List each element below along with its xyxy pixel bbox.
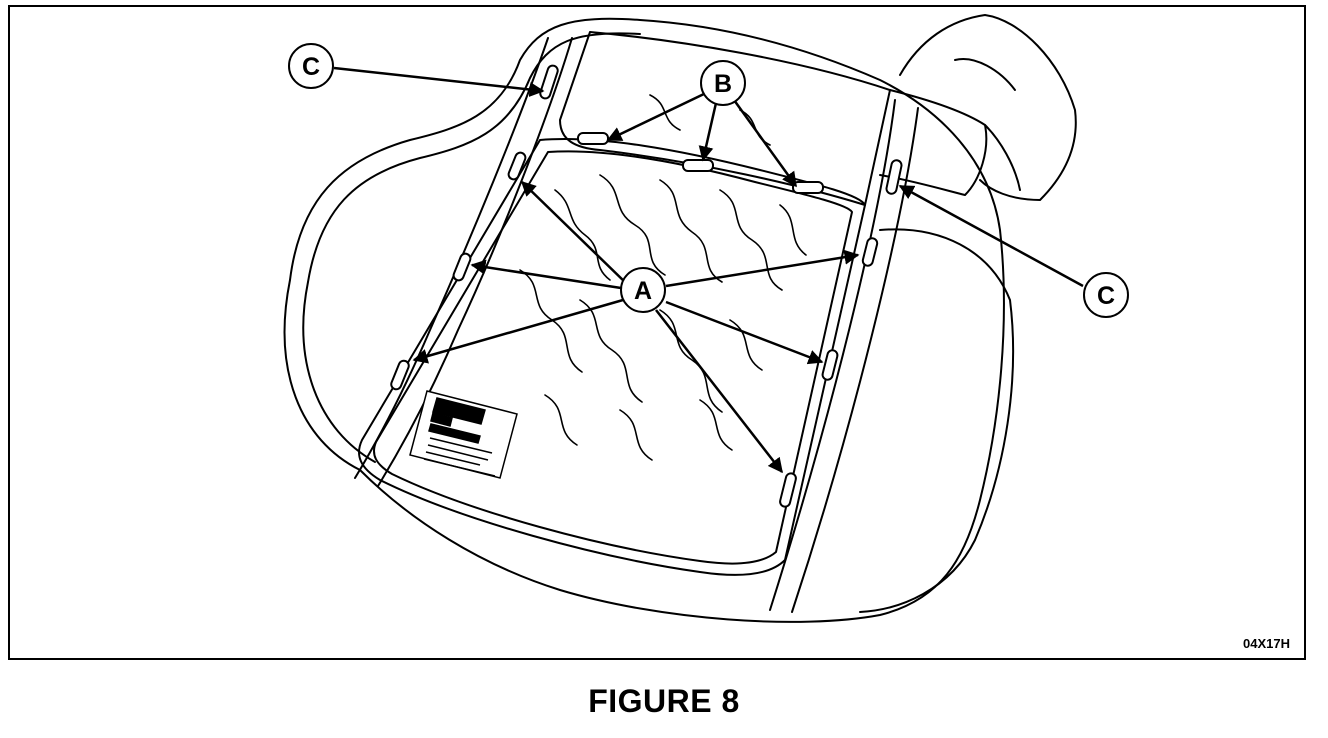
rear-panel	[559, 31, 891, 206]
slot-a1	[507, 151, 527, 181]
callout-c-left-circle	[288, 43, 334, 89]
slot-b1	[577, 132, 609, 145]
slot-b2	[682, 159, 714, 172]
slot-a2	[452, 252, 472, 282]
figure-caption: FIGURE 8	[588, 683, 740, 719]
callout-b-label: B	[714, 70, 732, 98]
right-bolster	[769, 99, 896, 611]
slot-c-left	[539, 64, 559, 100]
center-panel	[358, 138, 866, 576]
callout-c-right-label: C	[1097, 282, 1115, 310]
figure-code: 04X17H	[1243, 636, 1290, 651]
slot-a4	[861, 237, 879, 267]
callout-a-label: A	[634, 277, 652, 305]
callout-a-circle	[620, 267, 666, 313]
slot-a3	[390, 359, 410, 391]
rear-bolster-right	[879, 89, 988, 196]
slot-a6	[779, 472, 797, 508]
callout-c-right-circle	[1083, 272, 1129, 318]
callout-c-left-label: C	[302, 53, 320, 81]
callout-b-circle	[700, 60, 746, 106]
slot-c-right	[885, 159, 903, 195]
slot-b3	[792, 181, 824, 194]
left-bolster	[354, 37, 549, 479]
warning-label	[409, 390, 518, 479]
cushion-outline	[283, 17, 1005, 623]
cushion-outline-inner	[302, 32, 641, 463]
headrest-flap	[899, 14, 1077, 201]
slot-a5	[821, 349, 839, 381]
figure-frame	[8, 5, 1306, 660]
